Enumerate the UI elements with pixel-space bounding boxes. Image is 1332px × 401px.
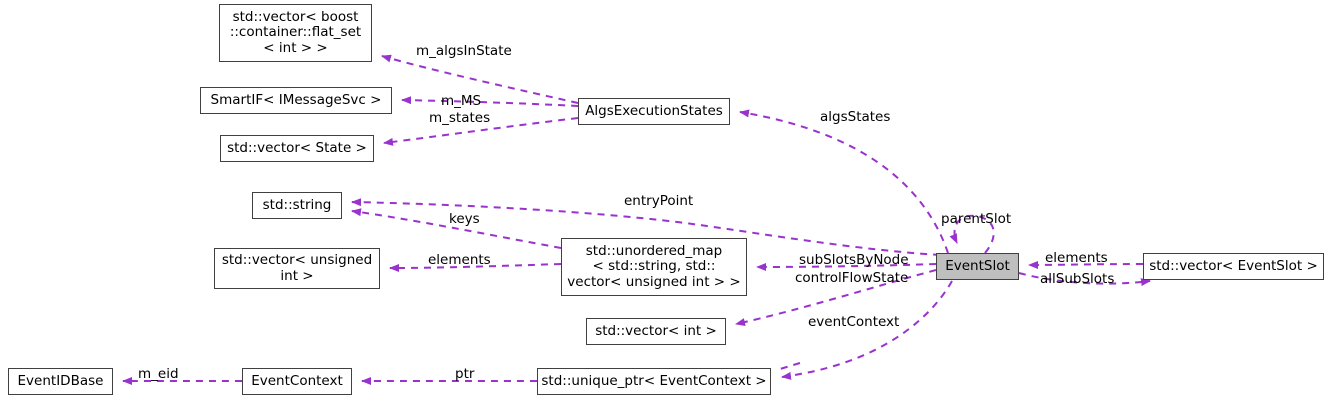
edge-m-MS bbox=[401, 96, 579, 107]
edge-label-m-states: m_states bbox=[429, 110, 491, 126]
edge-label-ptr: ptr bbox=[455, 366, 475, 382]
edge-label-algsStates: algsStates bbox=[820, 109, 891, 125]
node-std-unique-ptr-eventcontext[interactable]: std::unique_ptr< EventContext > bbox=[537, 368, 771, 395]
node-std-unordered-map[interactable]: std::unordered_map < std::string, std:: … bbox=[561, 238, 747, 296]
node-algs-execution-states[interactable]: AlgsExecutionStates bbox=[578, 98, 730, 125]
node-event-context[interactable]: EventContext bbox=[242, 368, 352, 395]
node-std-vector-state[interactable]: std::vector< State > bbox=[220, 135, 374, 162]
edge-label-entryPoint: entryPoint bbox=[624, 193, 694, 209]
edge-label-elements-vec: elements bbox=[1045, 250, 1108, 266]
edge-label-m-eid: m_eid bbox=[138, 366, 179, 382]
node-std-vector-eventslot[interactable]: std::vector< EventSlot > bbox=[1143, 253, 1324, 280]
edge-label-keys: keys bbox=[449, 211, 480, 227]
node-std-vector-int[interactable]: std::vector< int > bbox=[586, 318, 726, 345]
node-std-vector-unsigned-int[interactable]: std::vector< unsigned int > bbox=[214, 248, 380, 289]
edge-stub-unique-ptr bbox=[779, 362, 801, 370]
edge-label-allSubSlots: allSubSlots bbox=[1040, 271, 1115, 287]
node-std-string[interactable]: std::string bbox=[252, 192, 342, 219]
node-smartif-imessagesvc[interactable]: SmartIF< IMessageSvc > bbox=[200, 87, 392, 114]
edge-label-controlFlowState: controlFlowState bbox=[795, 270, 909, 286]
edge-label-eventContext: eventContext bbox=[808, 314, 900, 330]
edge-label-m-MS: m_MS bbox=[441, 93, 482, 109]
node-event-slot[interactable]: EventSlot bbox=[936, 253, 1019, 280]
edge-algsStates bbox=[739, 109, 949, 254]
edge-label-subSlotsByNode: subSlotsByNode bbox=[799, 252, 909, 268]
edge-label-m-algsInState: m_algsInState bbox=[416, 43, 512, 59]
edge-label-parentSlot: parentSlot bbox=[941, 211, 1012, 227]
node-std-vector-boost-flatset[interactable]: std::vector< boost ::container::flat_set… bbox=[219, 4, 372, 62]
node-event-id-base[interactable]: EventIDBase bbox=[8, 368, 113, 395]
edge-label-elements-map: elements bbox=[428, 252, 491, 268]
